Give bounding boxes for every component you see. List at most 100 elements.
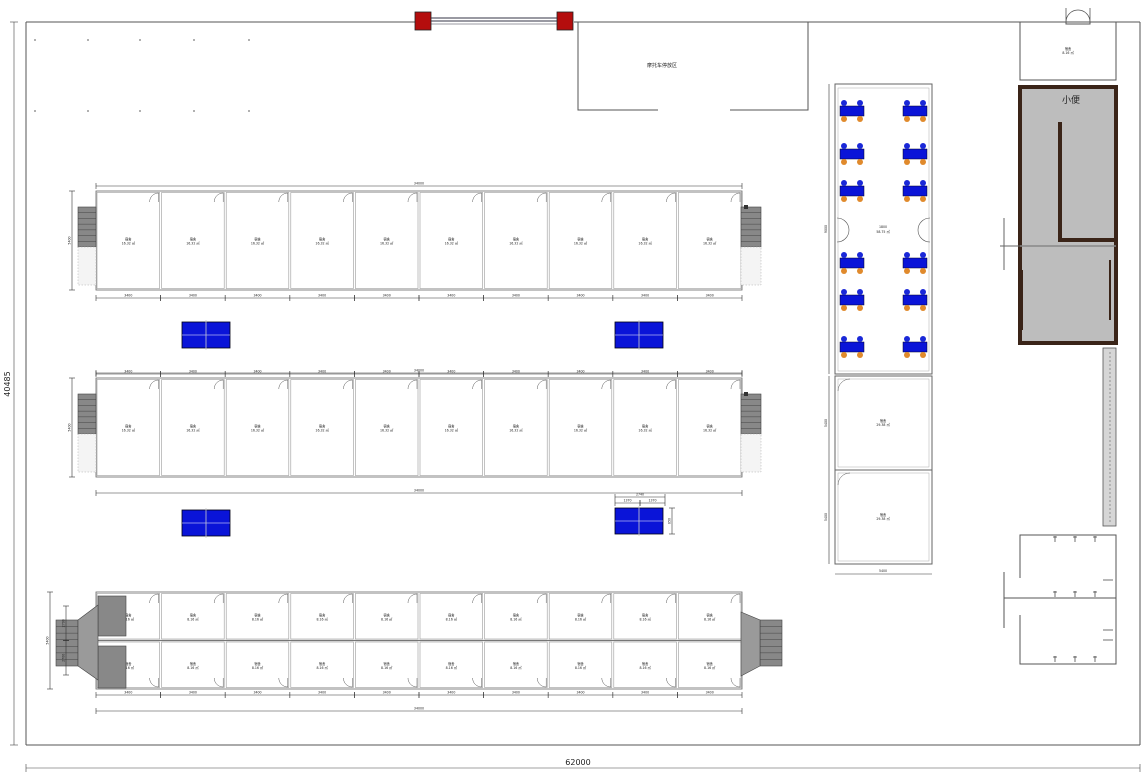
canteen-door-left [836,217,850,243]
half-depth-dim-label: 2700 [62,654,66,662]
left-stair-lower [97,645,127,689]
stair-landing [740,246,762,286]
door-swing [407,192,418,203]
door-swing [472,192,482,203]
dorm-room-upper [290,593,354,640]
site-boundary [25,21,1141,746]
chair [904,116,910,122]
canteen-area: 58.75 ㎡ [876,229,890,234]
chair [920,305,926,311]
parking-dot [34,110,36,112]
chair [904,100,910,106]
table-dim-label: 1370 [648,499,656,503]
bay-dim-label: 3400 [124,691,132,695]
right-stair [740,206,762,248]
door-swing [407,677,418,688]
bay-dim-label: 3400 [253,294,261,298]
canteen-height-label: 9000 [824,225,828,233]
door-swing [278,677,289,688]
washing-trough [1102,347,1117,527]
parking-dot [248,39,250,41]
dorm-room [613,379,677,476]
door-swing [601,379,612,390]
table-dim-label: 850 [668,518,672,524]
room-label: 宿舍 [190,424,197,429]
door-swing [666,593,676,604]
row-frame [95,377,743,478]
dorm-room [548,379,613,476]
dorm-room-upper [161,593,225,640]
left-stair [77,393,97,435]
door-swing [472,593,482,604]
door-swing [601,593,612,604]
dorm-room [484,379,548,476]
dining-table [839,105,865,117]
room-label: 宿舍 [384,612,391,617]
stair-post [744,392,748,396]
bay-dim-label: 3400 [318,370,326,374]
office-door [837,472,851,486]
room-area: 8.16 ㎡ [123,665,135,670]
canteen-inner [837,87,930,372]
bay-dim-label: 3400 [706,691,714,695]
room-label: 宿舍 [513,237,520,242]
parking-dot [193,110,195,112]
office-inner [837,378,930,468]
room-label: 宿舍 [642,612,649,617]
canteen-door-dim: 1800 [879,225,887,229]
bay-dim-label: 3400 [576,294,584,298]
bay-dim-label: 3400 [706,294,714,298]
bay-dim-label: 3400 [512,294,520,298]
office-door [837,378,851,392]
room-area: 8.16 ㎡ [123,616,135,621]
moto-parking-area [577,22,809,111]
chair [857,100,863,106]
dorm-room-upper [225,593,290,640]
dorm-room [613,192,677,289]
shower-heads [1053,536,1113,662]
bay-dim-label: 3400 [383,370,391,374]
row-length-dim-label: 34000 [414,707,424,711]
room-area: 8.16 ㎡ [381,665,393,670]
parking-dot [87,110,89,112]
chair [841,289,847,295]
door-swing [149,379,159,390]
dorm-room [290,379,354,476]
dining-table [839,294,865,306]
parking-dot [87,39,89,41]
room-area: 16.32 ㎡ [703,241,717,246]
dorm-room [484,192,548,289]
guard-house-area: 8.16 ㎡ [1062,50,1074,55]
right-stair-ramp [740,611,761,677]
chair [857,289,863,295]
bay-dim-label: 3400 [706,370,714,374]
right-stair [740,393,762,435]
bay-dim-label: 3400 [124,370,132,374]
stair-landing [77,433,97,473]
chair [920,336,926,342]
chair [857,305,863,311]
bay-dim-label: 3400 [641,370,649,374]
table-dim-label: 2740 [636,493,644,497]
main-gate [414,11,574,31]
dorm-room-lower [613,641,677,688]
parking-dot [139,39,141,41]
right-stair-flight [759,619,783,667]
room-label: 宿舍 [577,612,584,617]
room-area: 16.32 ㎡ [380,241,394,246]
chair [857,252,863,258]
room-area: 16.32 ㎡ [574,241,588,246]
dorm-room-upper [613,593,677,640]
dorm-room-lower [548,641,613,688]
dining-table [902,294,928,306]
chair [841,159,847,165]
dorm-room [96,379,160,476]
stair-landing [740,433,762,473]
room-area: 16.32 ㎡ [380,428,394,433]
office-label: 宿舍 [880,418,887,423]
dorm-room-upper [484,593,548,640]
